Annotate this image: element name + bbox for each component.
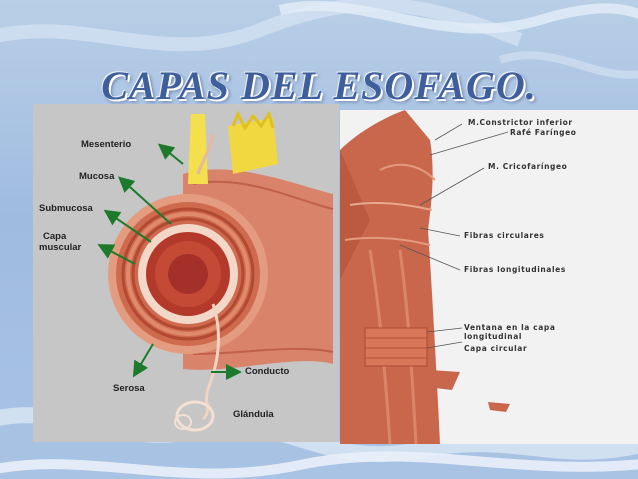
label-glandula: Glándula <box>233 409 274 420</box>
label-mesenterio: Mesenterio <box>81 139 132 150</box>
esophagus-muscle-anatomy-illustration: M.Constrictor inferior Rafé Faríngeo M. … <box>340 110 638 444</box>
label-constrictor-inferior: M.Constrictor inferior <box>468 118 573 127</box>
label-fibras-circulares: Fibras circulares <box>464 231 545 240</box>
label-capa-muscular-line1: Capa <box>43 231 67 242</box>
label-mucosa: Mucosa <box>79 171 115 182</box>
label-serosa: Serosa <box>113 383 145 394</box>
label-rafe-faringeo: Rafé Faríngeo <box>510 128 577 137</box>
label-ventana-line1: Ventana en la capa <box>464 323 556 332</box>
label-fibras-longitudinales: Fibras longitudinales <box>464 265 566 274</box>
label-capa-circular: Capa circular <box>464 344 528 353</box>
label-ventana-line2: longitudinal <box>464 332 523 341</box>
label-submucosa: Submucosa <box>39 203 93 214</box>
label-conducto: Conducto <box>245 366 290 377</box>
slide-title: CAPAS DEL ESOFAGO. <box>101 63 537 108</box>
label-cricofaringeo: M. Cricofaríngeo <box>488 162 568 171</box>
label-capa-muscular-line2: muscular <box>39 242 82 253</box>
cross-section-illustration <box>97 110 334 432</box>
esophagus-cross-section-diagram: Mesenterio Mucosa Submucosa Capa muscula… <box>33 104 339 442</box>
muscle-illustration <box>340 110 510 444</box>
